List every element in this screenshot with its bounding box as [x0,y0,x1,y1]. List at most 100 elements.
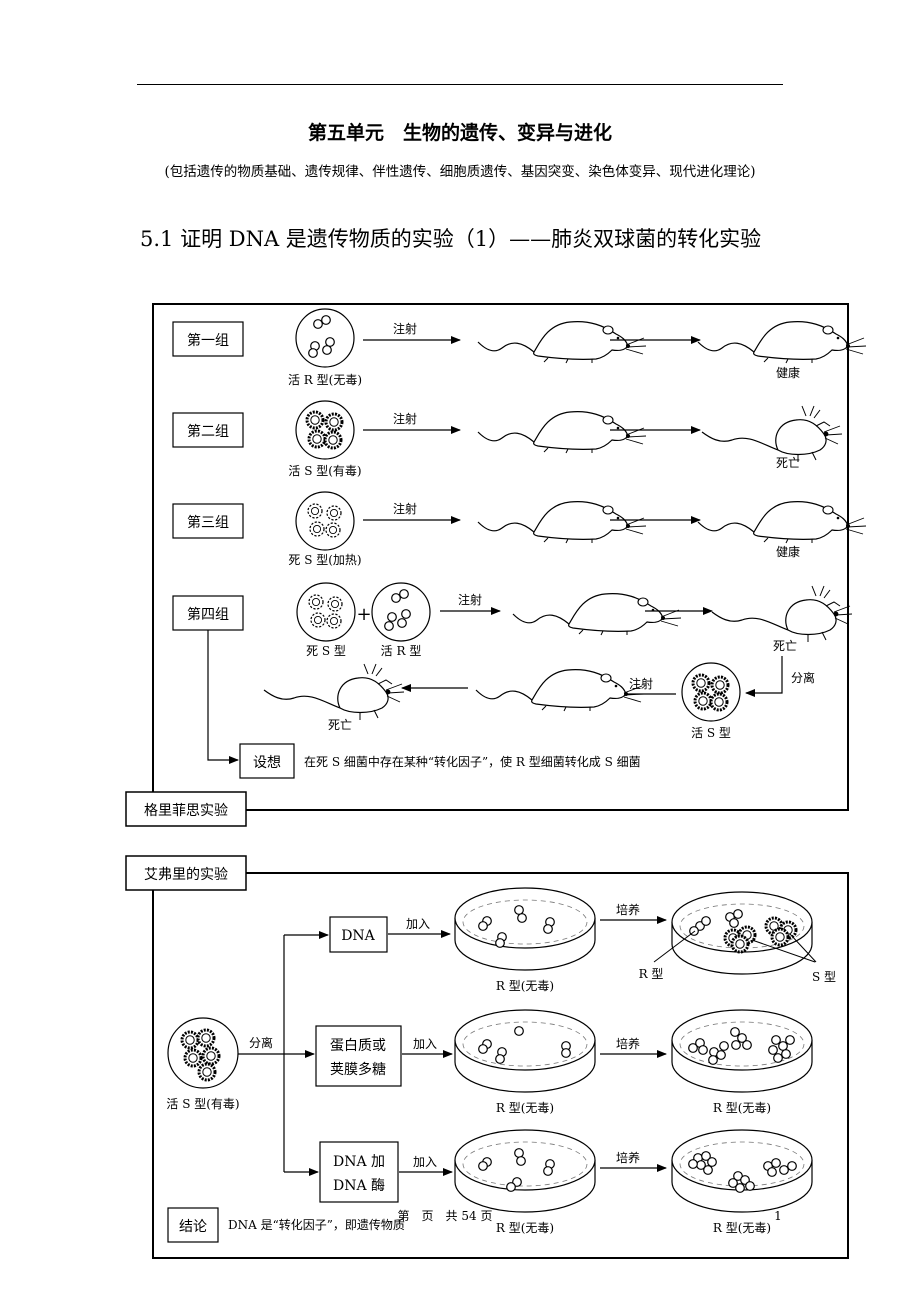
hypothesis-label: 设想 [253,755,281,771]
group-1-dish-label: 活 R 型(无毒) [288,373,362,387]
plate-icon [454,1009,596,1093]
final-result: 死亡 [328,718,352,732]
avery-row-protein: 蛋白质或 荚膜多糖 加入 R 型(无毒) 培养 R 型(无毒) [315,1009,813,1115]
separate-label: 分离 [791,670,815,685]
avery-row-dna: DNA 加入 R 型(无毒) 培养 R 型 S 型 [329,887,836,993]
mouse-icon [512,593,682,636]
mouse-icon [475,669,645,712]
protein-label-line2: 荚膜多糖 [330,1061,386,1078]
griffith-experiment: 第一组 活 R 型(无毒) 注射 健康 第二组 活 S 型(有毒) 注射 [125,303,867,827]
healthy-mouse-icon [697,501,867,544]
group-4-dish-label-2: 活 R 型 [381,644,422,658]
group-3-result: 健康 [776,544,800,559]
separate-arrow [745,656,783,697]
recovered-s-dish [681,662,741,722]
group-2-label: 第二组 [187,423,229,440]
dnase-label-line1: DNA 加 [333,1154,385,1170]
dnase-box [319,1141,399,1203]
s-pointer-1 [751,939,816,963]
plate-label-3: R 型(无毒) [496,1221,554,1235]
group-2-box [172,412,244,448]
group-2-row: 第二组 活 S 型(有毒) 注射 死亡 [172,400,843,478]
inject-label-3: 注射 [393,501,417,516]
result-s-label: S 型 [812,970,836,984]
hypothesis-text: 在死 S 细菌中存在某种“转化因子”，使 R 型细菌转化成 S 细菌 [304,754,641,769]
group-4-box [172,595,244,631]
healthy-mouse-icon [697,321,867,364]
group-1-label: 第一组 [187,332,229,349]
conclusion-label: 结论 [179,1219,207,1235]
mouse-icon [477,501,647,544]
dead-s-dish-2 [296,582,356,642]
mouse-icon [477,411,647,454]
plus-sign: + [356,604,371,625]
protein-label-line1: 蛋白质或 [330,1038,386,1054]
inject-label-4: 注射 [458,592,482,607]
protein-box [315,1025,402,1087]
group-3-label: 第三组 [187,514,229,531]
dna-label: DNA [341,928,375,944]
avery-frame [152,872,849,1259]
avery-separate-label: 分离 [249,1035,273,1050]
group-3-box [172,503,244,539]
avery-source-label: 活 S 型(有毒) [166,1097,239,1111]
inject-label-2: 注射 [393,411,417,426]
unit-title: 第五单元 生物的遗传、变异与进化 [307,122,612,144]
group-1-box [172,321,244,357]
header-rule [137,84,783,85]
conclusion-text: DNA 是“转化因子”，即遗传物质 [228,1217,405,1232]
griffith-caption: 格里菲思实验 [144,803,228,819]
group-2-result: 死亡 [776,456,800,470]
dead-s-dish [295,491,355,551]
dnase-label-line2: DNA 酶 [333,1178,385,1194]
avery-caption: 艾弗里的实验 [144,867,228,883]
plate-icon [454,887,596,971]
unit-subtitle: (包括遗传的物质基础、遗传规律、伴性遗传、细胞质遗传、基因突变、染色体变异、现代… [164,164,756,180]
conclusion-box [167,1207,219,1243]
plate-label-2: R 型(无毒) [496,1101,554,1115]
live-s-dish [295,400,355,460]
result-label-3: R 型(无毒) [713,1221,771,1235]
page-number: 1 [774,1209,782,1223]
plate-label-1: R 型(无毒) [496,979,554,993]
hypothesis-arrow [207,630,239,764]
dead-mouse-icon [711,585,853,643]
culture-label-1: 培养 [616,902,640,917]
group-4-result: 死亡 [773,639,797,653]
group-4-row: 第四组 死 S 型 + 活 R 型 注射 死亡 分离 活 S 型 注射 [172,582,853,779]
group-4-dish-label-1: 死 S 型 [306,644,346,658]
s-pointer-2 [789,933,817,963]
griffith-caption-box [125,791,247,827]
recovered-label: 活 S 型 [691,726,731,740]
avery-experiment: 艾弗里的实验 活 S 型(有毒) 分离 DNA 加入 R 型(无毒) 培养 [125,855,849,1259]
reinject-label: 注射 [629,676,653,691]
result-label-2: R 型(无毒) [713,1101,771,1115]
add-label-2: 加入 [413,1037,437,1051]
culture-label-2: 培养 [616,1036,640,1051]
group-3-row: 第三组 死 S 型(加热) 注射 健康 [172,491,867,567]
add-label-3: 加入 [413,1155,437,1169]
hypothesis-box [239,743,295,779]
mouse-icon [477,321,647,364]
avery-caption-box [125,855,247,891]
dead-mouse-icon [263,663,405,721]
section-heading: 5.1 证明 DNA 是遗传物质的实验（1）——肺炎双球菌的转化实验 [140,227,762,251]
avery-row-dnase: DNA 加 DNA 酶 加入 培养 R 型(无毒) R 型(无毒) [319,1129,813,1235]
r-pointer [653,930,696,963]
griffith-frame [152,303,849,811]
group-2-dish-label: 活 S 型(有毒) [288,464,361,478]
result-r-label: R 型 [639,967,664,981]
group-3-dish-label: 死 S 型(加热) [288,553,361,567]
group-1-result: 健康 [776,365,800,380]
inject-label-1: 注射 [393,321,417,336]
page-footer: 第 页 共 54 页 [398,1209,493,1223]
group-4-label: 第四组 [187,606,229,623]
add-label-1: 加入 [406,917,430,931]
group-1-row: 第一组 活 R 型(无毒) 注射 健康 [172,308,867,387]
plate-icon [671,1129,813,1213]
culture-label-3: 培养 [616,1150,640,1165]
dna-box [329,916,388,953]
plate-icon [454,1129,596,1213]
dead-mouse-icon [701,405,843,463]
